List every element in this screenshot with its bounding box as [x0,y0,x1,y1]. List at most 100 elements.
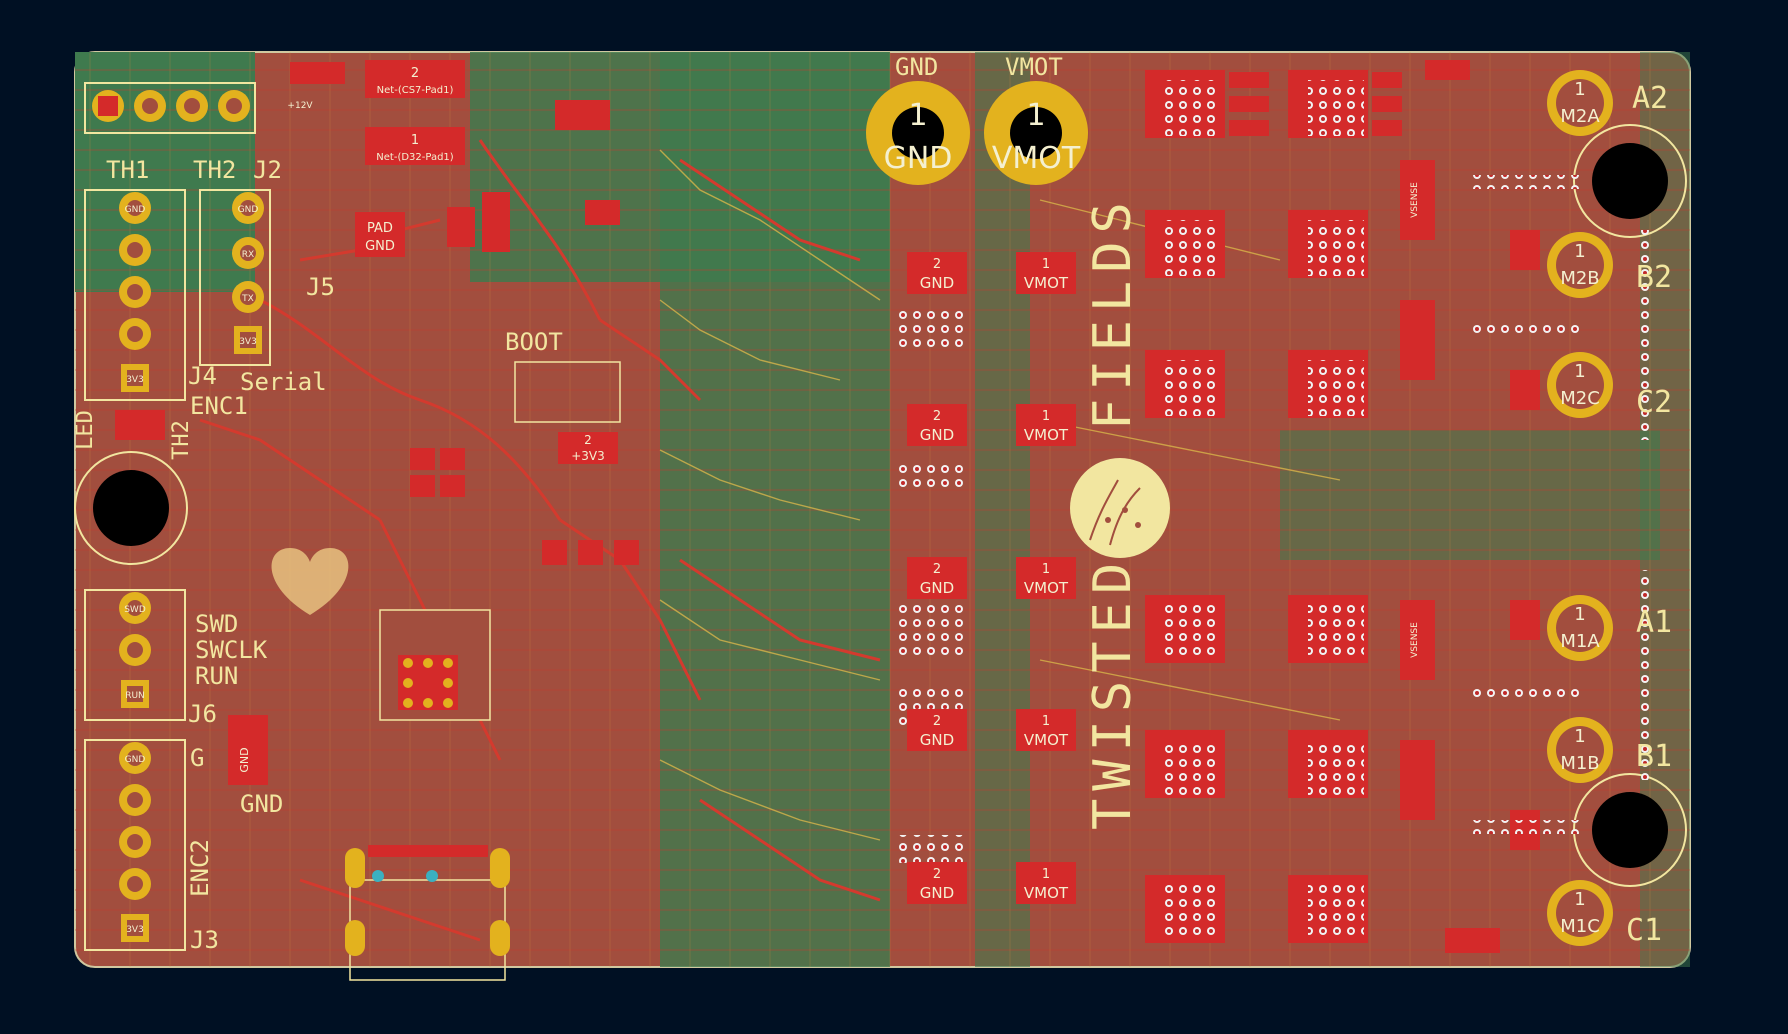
j6-header [84,589,186,721]
vmot-column: 1 VMOT 1 VMOT 1 VMOT 1 VMOT 1 VMOT [1016,252,1076,904]
label-run: RUN [195,662,238,690]
cs7-pad-num: 2 [411,66,419,81]
m2c-net: M2C [1560,388,1600,409]
j2-pin-3: TX [241,294,254,304]
j2-pin-1: GND [238,205,259,215]
j2-pin-2: RX [242,250,254,260]
m1b-num: 1 [1574,726,1585,747]
label-c1: C1 [1626,913,1662,948]
terminal-vmot-num: 1 [1026,98,1045,133]
label-led: LED [73,410,98,450]
vmot-pad-1-num: 1 [1042,257,1050,272]
label-gnd-top: GND [895,53,938,81]
vmot-pad-2-net: VMOT [1024,426,1069,444]
m2a-net: M2A [1560,106,1600,127]
label-j4: J4 [188,362,217,390]
d32-pad-num: 1 [411,133,419,148]
terminal-vmot: 1 VMOT [984,81,1088,185]
brand-logo [1070,458,1170,558]
label-serial: Serial [240,368,327,396]
gnd-vert-pad: GND [238,747,251,772]
gnd-pad-5-net: GND [920,884,954,902]
gnd-pad-3-num: 2 [933,562,941,577]
usb-connector [345,845,510,981]
vmot-pad-5-num: 1 [1042,867,1050,882]
terminal-gnd: 1 GND [866,81,970,185]
mcu-chip [379,609,491,721]
boot-button[interactable] [514,361,621,423]
header-pin-labels: GND RX TX 3V3 GND 3V3 SWD RUN GND 3V3 [124,205,258,935]
label-brand-twisted: TWISTED [1083,555,1143,830]
power-via-grids [898,308,968,863]
gnd-pad-1-num: 2 [933,257,941,272]
pad-gnd-bottom: GND [365,239,395,254]
vmot-pad-5-net: VMOT [1024,884,1069,902]
vmot-pad-1-net: VMOT [1024,274,1069,292]
vmot-pad-4-net: VMOT [1024,731,1069,749]
label-j5: J5 [306,273,335,301]
label-g: G [190,744,204,772]
label-b2: B2 [1636,260,1672,295]
j6-pin-3: RUN [125,691,145,701]
terminal-vmot-net: VMOT [992,141,1081,176]
v3v3-pad-net: +3V3 [571,449,605,463]
label-j2: J2 [253,156,282,184]
label-th2-top: TH2 [193,156,236,184]
vmot-pad-3-num: 1 [1042,562,1050,577]
terminal-gnd-net: GND [884,141,953,176]
label-a2: A2 [1632,81,1668,116]
m2b-net: M2B [1560,268,1599,289]
m1c-net: M1C [1560,916,1600,937]
board-substrate [74,51,1691,968]
j2-pin-4: 3V3 [239,337,257,347]
vsense-label-1: VSENSE [1410,182,1420,218]
j6-pin-1: SWD [124,605,146,615]
heart-icon [271,548,349,615]
label-boot: BOOT [505,328,563,356]
silkscreen-traces [659,149,1341,841]
smd-pads [115,60,1500,953]
pad-gnd-top: PAD [367,221,393,236]
mounting-holes [74,124,1687,887]
label-th2-side: TH2 [169,420,194,460]
j4-pin-5: 3V3 [126,375,144,385]
silkscreen-labels: TH1 TH2 J2 J5 J4 Serial ENC1 TH2 LED SWD… [73,53,1672,954]
gnd-pad-4-num: 2 [933,714,941,729]
j3-header [84,739,186,951]
label-enc1: ENC1 [190,392,248,420]
m1c-num: 1 [1574,889,1585,910]
motor-via-rows [1470,175,1654,834]
gnd-pad-5-num: 2 [933,867,941,882]
j3-pin-1: GND [125,755,146,765]
m2b-num: 1 [1574,241,1585,262]
plus12v-label: +12V [287,101,313,111]
m1a-num: 1 [1574,604,1585,625]
gnd-column: 2 GND 2 GND 2 GND 2 GND 2 GND [907,252,967,904]
vmot-pad-3-net: VMOT [1024,579,1069,597]
j4-header [84,189,186,401]
label-enc2: ENC2 [186,839,214,897]
label-swd: SWD [195,610,238,638]
label-swclk: SWCLK [195,636,268,664]
vmot-pad-4-num: 1 [1042,714,1050,729]
gnd-pad-1-net: GND [920,274,954,292]
label-a1: A1 [1636,605,1672,640]
label-c2: C2 [1636,385,1672,420]
label-j3: J3 [190,926,219,954]
label-th1: TH1 [106,156,149,184]
m1a-net: M1A [1560,631,1600,652]
gnd-pad-3-net: GND [920,579,954,597]
label-vmot-top: VMOT [1005,53,1063,81]
vsense-label-2: VSENSE [1410,622,1420,658]
j2-header [199,189,271,366]
m1b-net: M1B [1560,753,1599,774]
d32-net-label: Net-(D32-Pad1) [376,152,454,163]
label-b1: B1 [1636,739,1672,774]
label-brand-fields: FIELDS [1083,194,1143,430]
v3v3-pad-num: 2 [584,433,592,447]
terminal-gnd-num: 1 [908,98,927,133]
m2c-num: 1 [1574,361,1585,382]
gnd-pad-2-net: GND [920,426,954,444]
label-j6: J6 [188,700,217,728]
